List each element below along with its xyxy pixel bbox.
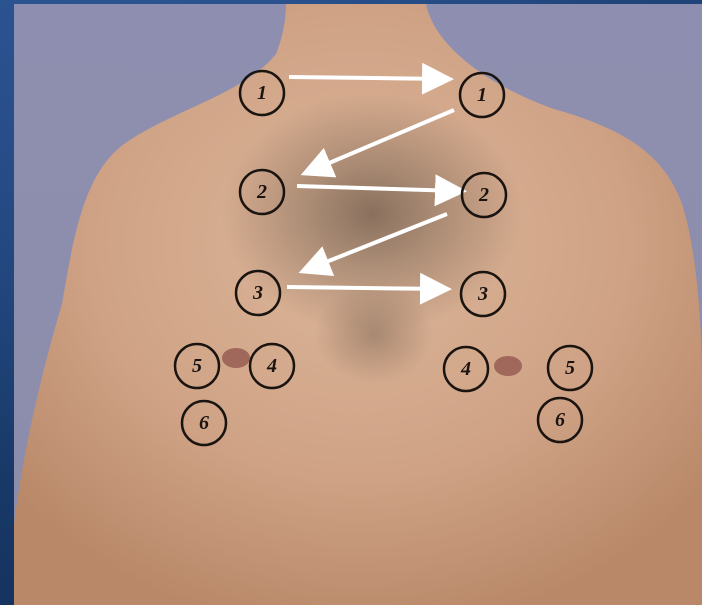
marker-label-1-right: 1	[257, 82, 267, 104]
nipple-right	[222, 348, 250, 368]
arrow-1-to-1	[289, 77, 446, 79]
marker-label-2-right: 2	[256, 181, 267, 203]
marker-label-4-left: 4	[460, 358, 471, 380]
marker-label-1-left: 1	[477, 84, 487, 106]
nipple-left	[494, 356, 522, 376]
marker-label-2-left: 2	[478, 184, 489, 206]
arrow-3-to-3	[287, 287, 444, 289]
chest-illustration: 1 1 2 2 3 3 5 4 4 5 6 6	[14, 4, 702, 605]
chest-photo: 1 1 2 2 3 3 5 4 4 5 6 6	[14, 4, 702, 605]
marker-label-3-left: 3	[477, 283, 488, 305]
marker-label-6-left: 6	[555, 409, 565, 431]
marker-label-6-right: 6	[199, 412, 209, 434]
marker-label-3-right: 3	[252, 282, 263, 304]
marker-label-4-right: 4	[266, 355, 277, 377]
marker-label-5-right: 5	[192, 355, 202, 377]
marker-label-5-left: 5	[565, 357, 575, 379]
